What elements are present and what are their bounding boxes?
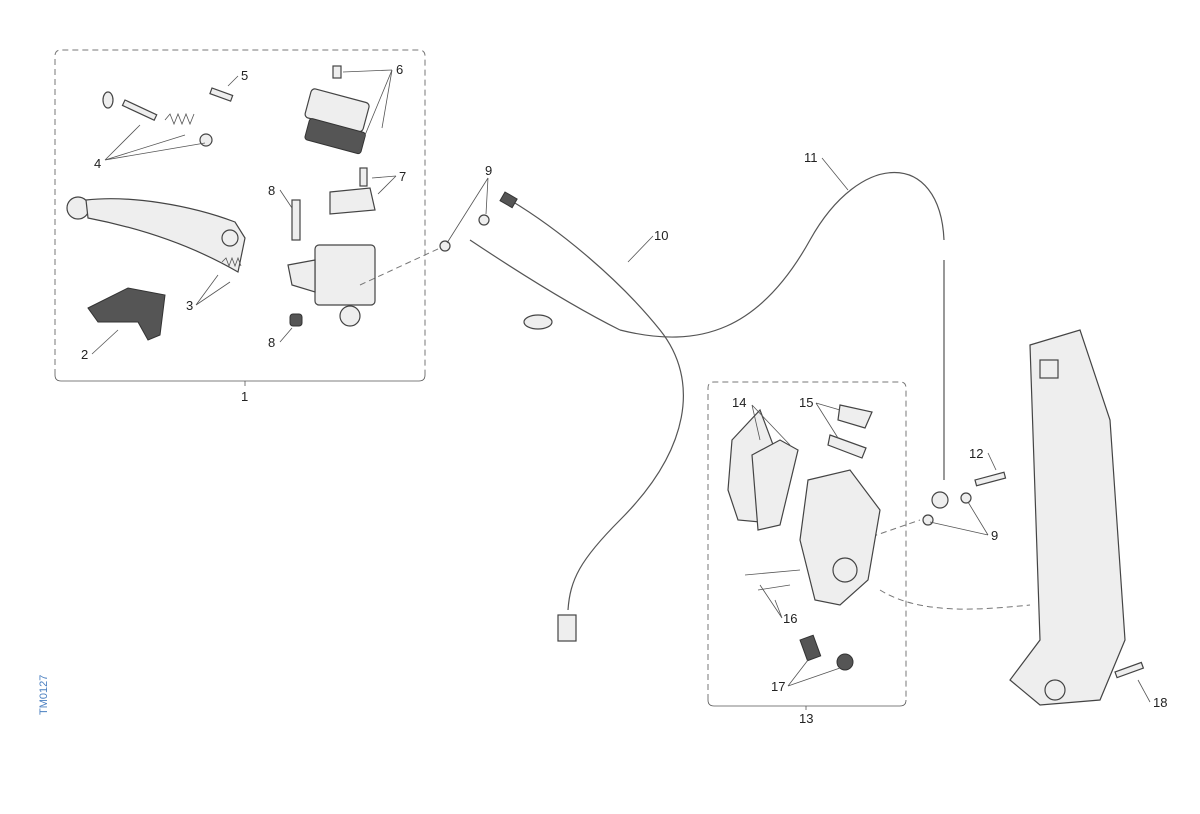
callout-3: 3 [186, 298, 193, 313]
pad-spring-clip [827, 404, 873, 459]
sensor-cable [499, 191, 684, 642]
pivot-bolt-spring [102, 87, 242, 268]
callout-17: 17 [771, 679, 785, 694]
callout-1: 1 [241, 389, 248, 404]
reference-code: TM0127 [38, 674, 50, 715]
callout-15: 15 [799, 395, 813, 410]
lever-cover [87, 287, 166, 341]
bolts-12-18 [974, 471, 1145, 679]
callout-11: 11 [804, 150, 818, 165]
fork-leg [1009, 329, 1126, 706]
callout-2: 2 [81, 347, 88, 362]
callout-8-upper: 8 [268, 183, 275, 198]
callout-9-lower: 9 [991, 528, 998, 543]
caliper-pins-bolts [744, 569, 854, 671]
group-bracket-1 [54, 374, 426, 382]
callout-5: 5 [241, 68, 248, 83]
callout-13: 13 [799, 711, 813, 726]
washers [439, 214, 972, 526]
callout-12: 12 [969, 446, 983, 461]
group-box-master-cylinder [54, 49, 426, 375]
brake-lever [66, 196, 246, 273]
callout-14: 14 [732, 395, 746, 410]
callout-8-lower: 8 [268, 335, 275, 350]
brake-pads [727, 408, 799, 531]
callout-6: 6 [396, 62, 403, 77]
group-bracket-13 [707, 699, 907, 707]
group-box-caliper [707, 381, 907, 700]
brake-hose [469, 172, 949, 509]
callout-18: 18 [1153, 695, 1167, 710]
brake-caliper [799, 469, 881, 606]
callout-10: 10 [654, 228, 668, 243]
leader-lines [91, 69, 1151, 703]
callout-16: 16 [783, 611, 797, 626]
callout-4: 4 [94, 156, 101, 171]
master-cylinder [287, 65, 376, 327]
callout-7: 7 [399, 169, 406, 184]
callout-9-upper: 9 [485, 163, 492, 178]
